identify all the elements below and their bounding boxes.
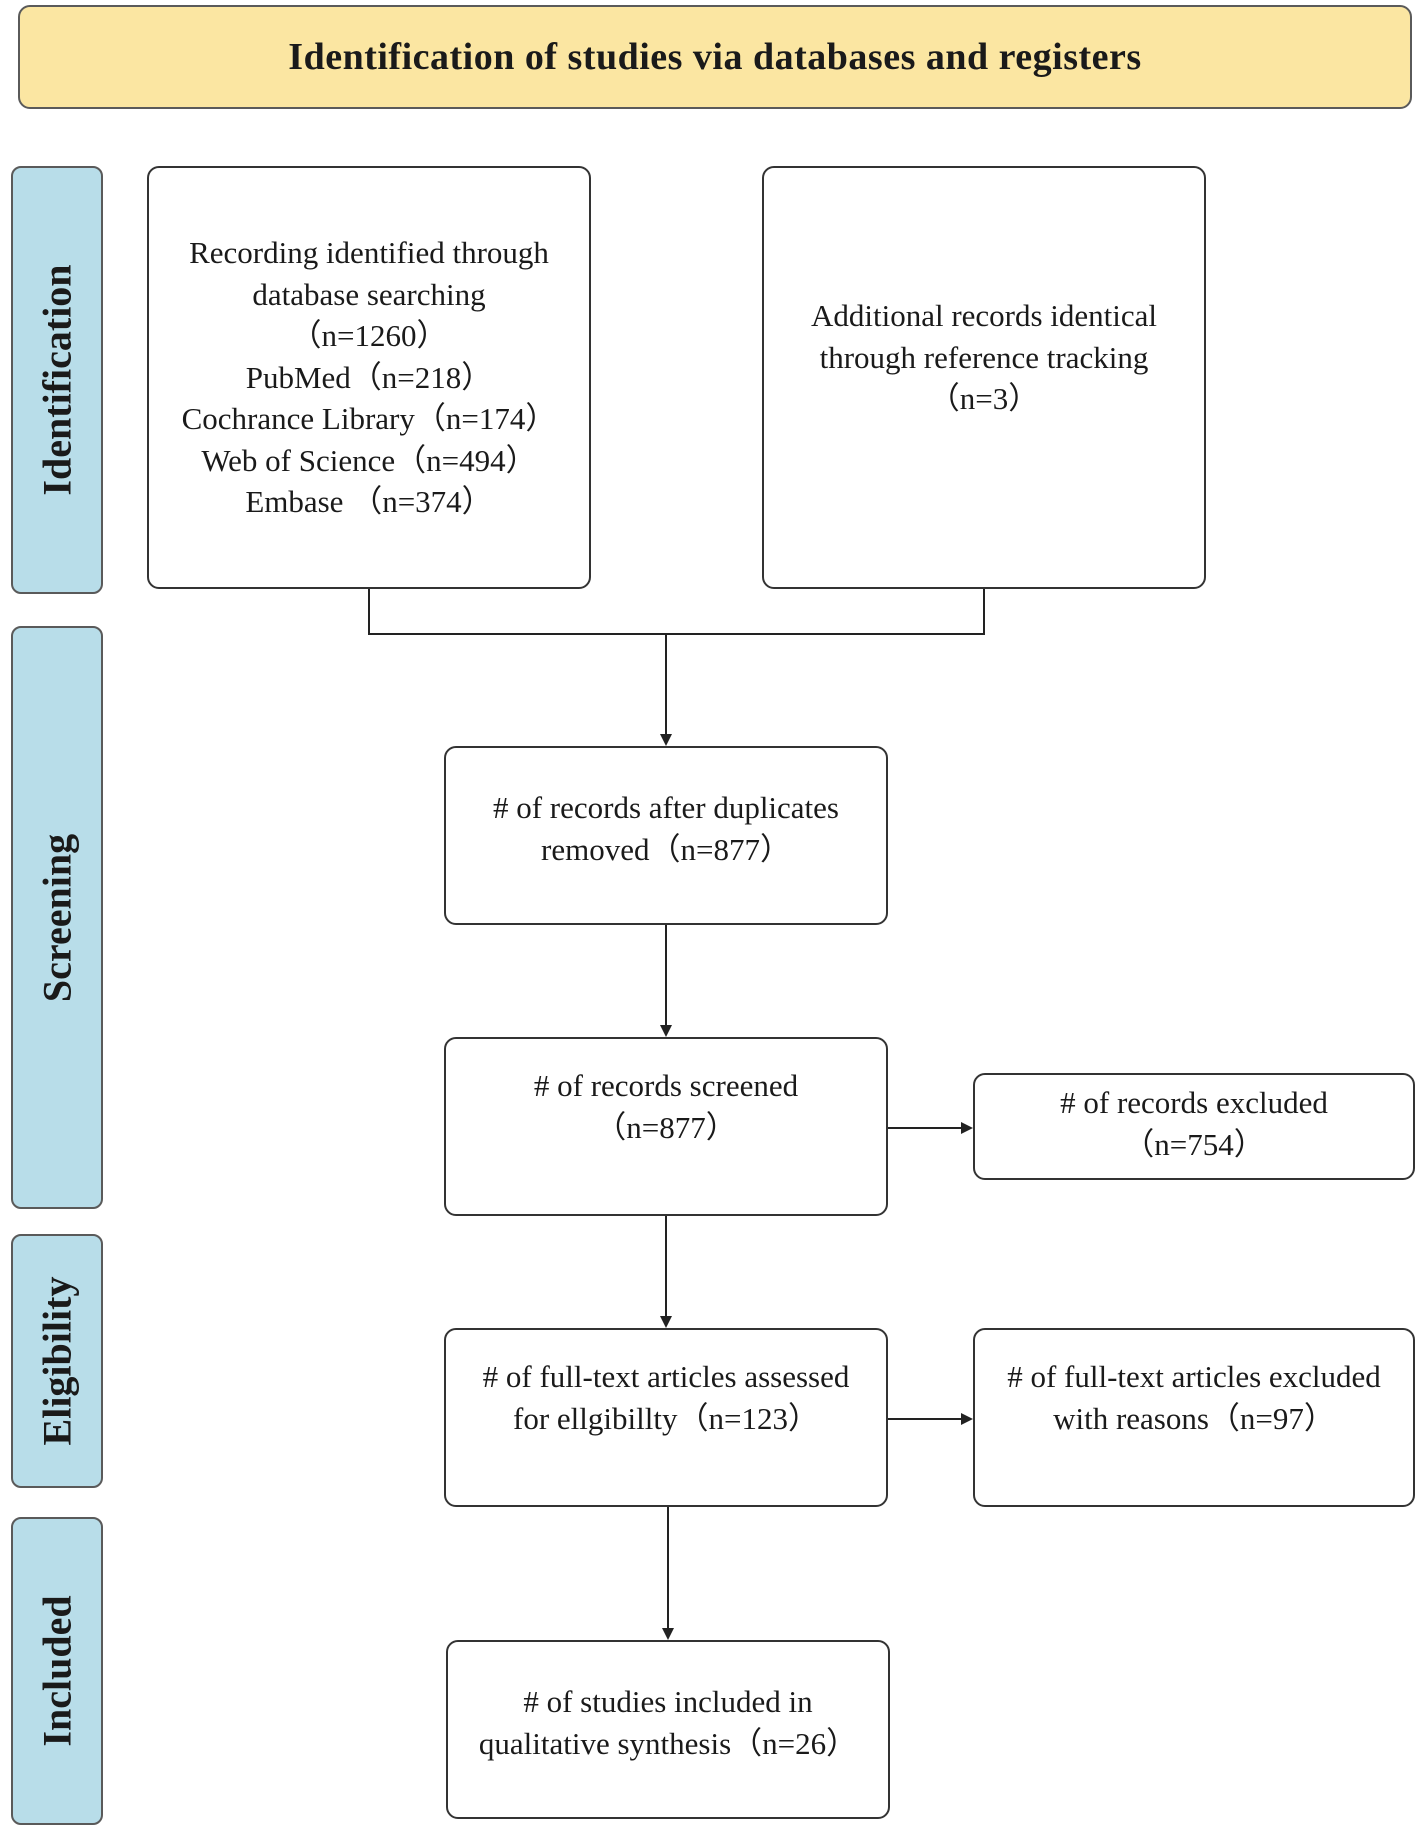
full-text-assessed-line: # of full-text articles assessed xyxy=(482,1358,850,1394)
cochrane-count: Cochrance Library（n=174） xyxy=(181,401,557,437)
additional-records-line: through reference tracking xyxy=(819,339,1149,375)
database-search-line: database searching xyxy=(252,276,486,312)
diagram-title: Identification of studies via databases … xyxy=(18,5,1412,109)
records-excluded-count: （n=754） xyxy=(1123,1126,1265,1162)
pubmed-count: PubMed（n=218） xyxy=(245,359,493,395)
stage-eligibility: Eligibility xyxy=(11,1234,103,1488)
included-studies-box: # of studies included in qualitative syn… xyxy=(446,1640,890,1819)
records-screened-line: # of records screened xyxy=(533,1067,799,1103)
included-studies-line: # of studies included in xyxy=(523,1683,813,1719)
records-screened-count: （n=877） xyxy=(595,1109,737,1145)
full-text-excluded-box: # of full-text articles excluded with re… xyxy=(973,1328,1415,1507)
duplicates-removed-line: # of records after duplicates xyxy=(492,789,839,825)
database-search-line: Recording identified through xyxy=(189,235,549,271)
duplicates-removed-box: # of records after duplicates removed（n=… xyxy=(444,746,888,925)
stage-included: Included xyxy=(11,1517,103,1825)
duplicates-removed-count: removed（n=877） xyxy=(541,831,791,867)
included-studies-count: qualitative synthesis（n=26） xyxy=(478,1725,858,1761)
additional-records-box: Additional records identical through ref… xyxy=(762,166,1206,589)
stage-identification: Identification xyxy=(11,166,103,594)
embase-count: Embase （n=374） xyxy=(245,484,493,520)
additional-records-line: Additional records identical xyxy=(810,298,1158,334)
full-text-assessed-box: # of full-text articles assessed for ell… xyxy=(444,1328,888,1507)
full-text-excluded-count: with reasons（n=97） xyxy=(1053,1400,1335,1436)
records-screened-box: # of records screened （n=877） xyxy=(444,1037,888,1216)
records-excluded-line: # of records excluded xyxy=(1060,1084,1328,1120)
merge-connector xyxy=(368,589,985,635)
full-text-assessed-count: for ellgibillty（n=123） xyxy=(513,1400,819,1436)
database-search-count: （n=1260） xyxy=(290,318,448,354)
records-excluded-box: # of records excluded （n=754） xyxy=(973,1073,1415,1180)
full-text-excluded-line: # of full-text articles excluded xyxy=(1007,1358,1381,1394)
stage-screening: Screening xyxy=(11,626,103,1209)
web-of-science-count: Web of Science（n=494） xyxy=(201,442,537,478)
database-search-box: Recording identified through database se… xyxy=(147,166,591,589)
additional-records-count: （n=3） xyxy=(928,381,1040,417)
